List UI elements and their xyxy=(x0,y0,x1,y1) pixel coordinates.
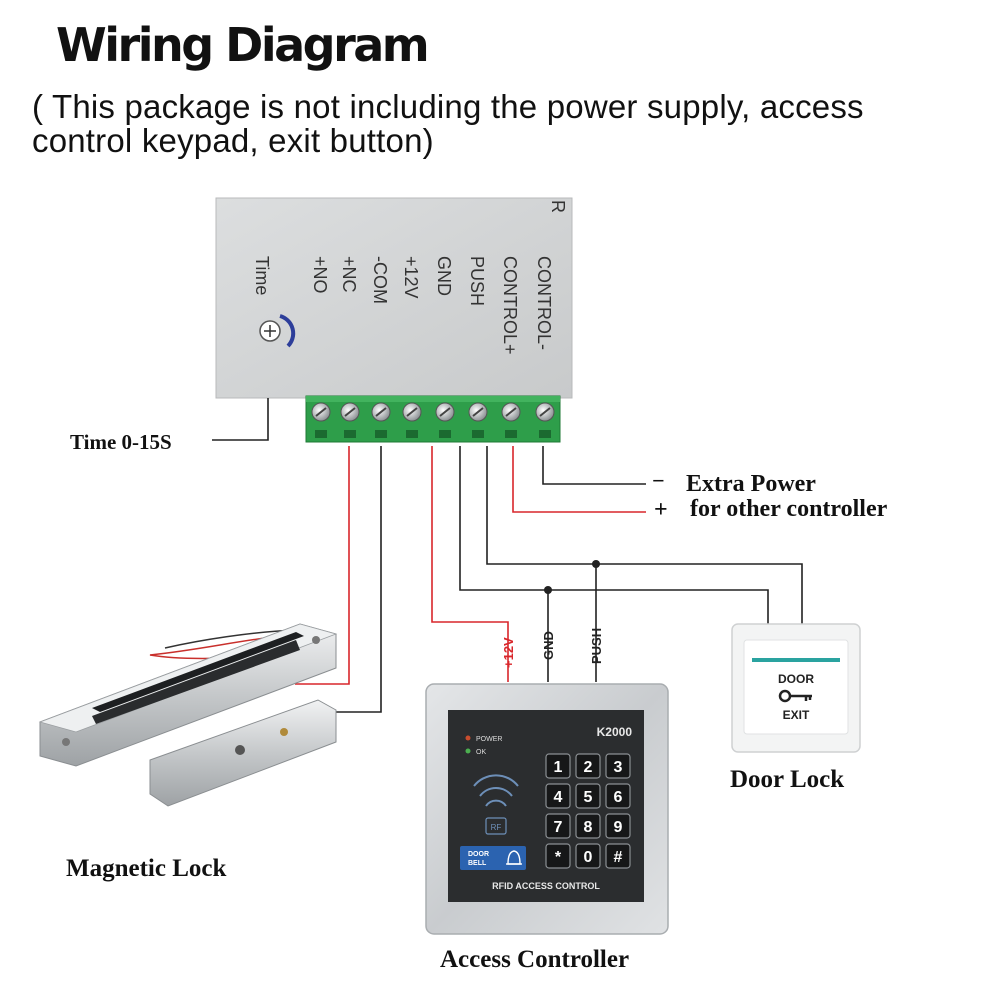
terminal-screw-slot xyxy=(406,407,418,417)
keypad-ok-label: OK xyxy=(476,749,486,756)
time-range-label: Time 0-15S xyxy=(70,430,172,454)
terminal-label: PUSH xyxy=(467,256,487,306)
terminal-label: -COM xyxy=(370,256,390,304)
wire-nc-red xyxy=(295,446,350,685)
keypad-doorbell-line2: BELL xyxy=(468,860,487,867)
keypad-key xyxy=(605,813,631,839)
exit-button-image: DOOR EXIT xyxy=(731,623,861,753)
key-icon xyxy=(778,689,812,703)
extra-power-label: Extra Power xyxy=(686,471,816,497)
keypad-power-label: POWER xyxy=(476,736,502,743)
ok-led-icon xyxy=(465,748,471,754)
terminal-wire-hole xyxy=(344,430,356,438)
terminal-screw-slot xyxy=(344,407,356,417)
plus-sign: + xyxy=(654,497,668,523)
keypad-key xyxy=(545,753,571,779)
minus-sign: − xyxy=(652,468,665,493)
power-supply-box: R Time xyxy=(215,197,573,399)
keypad-key-label: 5 xyxy=(584,789,593,806)
terminal-screw-slot xyxy=(539,407,551,417)
wire-12v-red xyxy=(431,446,509,682)
keypad-footer: RFID ACCESS CONTROL xyxy=(492,881,600,891)
keypad-key-label: 7 xyxy=(554,819,563,836)
keypad-key-label: 0 xyxy=(584,849,593,866)
terminal-label: +NC xyxy=(339,256,359,293)
terminal-screw-slot xyxy=(315,407,327,417)
magnetic-lock-label: Magnetic Lock xyxy=(66,855,227,882)
terminal-wire-hole xyxy=(539,430,551,438)
keypad-key xyxy=(545,813,571,839)
terminal-screw-slot xyxy=(472,407,484,417)
keypad-key-label: 2 xyxy=(584,759,593,776)
keypad-key-label: 4 xyxy=(554,789,563,806)
time-knob-label: Time xyxy=(252,256,272,295)
wire-label-push: PUSH xyxy=(589,628,604,664)
terminal-wire-hole xyxy=(406,430,418,438)
subtitle-line-1: ( This package is not including the powe… xyxy=(32,88,864,125)
terminal-screw-slot xyxy=(439,407,451,417)
keypad-key-label: 6 xyxy=(614,789,623,806)
keypad-key xyxy=(575,813,601,839)
access-keypad-image: K2000 POWER OK RF DOOR BELL 1 2 3 4 5 6 7 8 9 * 0 #… xyxy=(425,683,669,935)
keypad-key xyxy=(605,843,631,869)
wire-label-12v: +12V xyxy=(501,637,516,668)
keypad-doorbell-line1: DOOR xyxy=(468,851,489,858)
keypad-key xyxy=(575,753,601,779)
keypad-key-label: 3 xyxy=(614,759,623,776)
box-header-partial: R xyxy=(548,200,568,213)
keypad-key-label: * xyxy=(555,849,562,866)
exit-button-exit-text: EXIT xyxy=(783,708,810,722)
terminal-label: CONTROL+ xyxy=(500,256,520,355)
terminal-label: CONTROL- xyxy=(534,256,554,350)
magnetic-lock-image xyxy=(38,623,338,807)
terminal-label: +12V xyxy=(401,256,421,299)
keypad-model: K2000 xyxy=(597,725,633,739)
wire-junctions xyxy=(544,560,600,594)
wire-label-gnd: GND xyxy=(541,631,556,660)
time-adjust-knob-icon xyxy=(259,314,296,348)
wire-push-black xyxy=(486,446,803,630)
terminal-wire-hole xyxy=(505,430,517,438)
subtitle-line-2: control keypad, exit button) xyxy=(32,122,434,159)
terminal-wire-hole xyxy=(472,430,484,438)
wire-control-minus-black xyxy=(542,446,646,485)
wire-gnd-black xyxy=(459,446,769,630)
wire-control-plus-red xyxy=(512,446,646,513)
terminal-screw-slot xyxy=(375,407,387,417)
terminal-wire-hole xyxy=(315,430,327,438)
keypad-key xyxy=(545,843,571,869)
terminal-wire-hole xyxy=(439,430,451,438)
keypad-key-label: # xyxy=(614,849,623,866)
keypad-key-label: 1 xyxy=(554,759,563,776)
keypad-key xyxy=(605,783,631,809)
keypad-key xyxy=(605,753,631,779)
terminal-label: +NO xyxy=(310,256,330,294)
terminal-screw-slot xyxy=(505,407,517,417)
door-lock-label: Door Lock xyxy=(730,766,845,793)
rf-wave-icon xyxy=(473,774,519,807)
terminal-wire-hole xyxy=(375,430,387,438)
time-pointer-line xyxy=(212,398,269,441)
keypad-key xyxy=(575,843,601,869)
terminal-label: GND xyxy=(434,256,454,296)
page-title: Wiring Diagram xyxy=(56,18,430,72)
access-controller-label: Access Controller xyxy=(440,946,630,973)
exit-button-door-text: DOOR xyxy=(778,672,814,686)
bell-icon xyxy=(506,850,522,865)
keypad-key-label: 9 xyxy=(614,819,623,836)
power-led-icon xyxy=(465,735,471,741)
keypad-key xyxy=(545,783,571,809)
wires xyxy=(212,398,803,713)
keypad-key xyxy=(575,783,601,809)
keypad-key-label: 8 xyxy=(584,819,593,836)
for-other-controller-label: for other controller xyxy=(690,496,888,522)
keypad-rf-label: RF xyxy=(491,823,502,832)
